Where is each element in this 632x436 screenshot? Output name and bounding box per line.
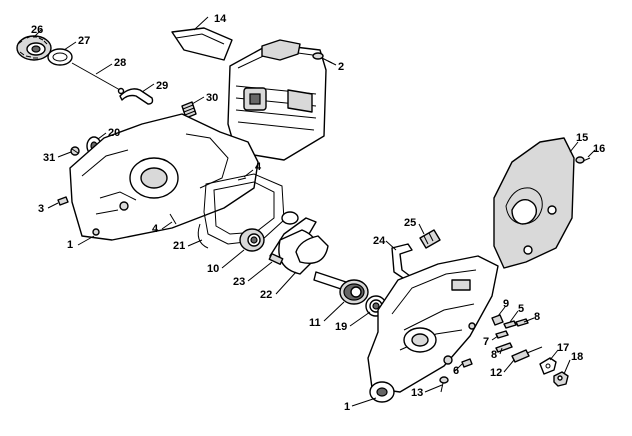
callout-14: 14 <box>214 13 227 25</box>
callout-2: 2 <box>338 61 344 73</box>
callout-23: 23 <box>233 276 245 288</box>
part-22-crankshaft <box>268 211 347 291</box>
callout-3: 3 <box>38 203 44 215</box>
part-8-pin-b <box>495 342 513 353</box>
callout-8-upper: 8 <box>534 311 540 323</box>
callout-28: 28 <box>114 57 126 69</box>
callout-1-left: 1 <box>67 239 73 251</box>
part-26-ring-nut <box>16 35 52 61</box>
callout-11: 11 <box>309 317 321 329</box>
part-27-washer <box>47 48 73 66</box>
callout-1-right: 1 <box>344 401 350 413</box>
callout-20: 20 <box>108 127 120 139</box>
part-11-bearing <box>339 279 369 305</box>
part-21-circlip <box>197 223 209 249</box>
part-4-pin-a <box>237 177 247 181</box>
callout-21: 21 <box>173 240 185 252</box>
part-30-spring <box>181 101 197 119</box>
callout-18: 18 <box>571 351 583 363</box>
part-3-screw <box>57 196 69 206</box>
callout-16: 16 <box>593 143 605 155</box>
callout-10: 10 <box>207 263 219 275</box>
callout-12: 12 <box>490 367 502 379</box>
part-13-screw <box>439 376 449 393</box>
callout-17: 17 <box>557 342 569 354</box>
callout-4-lower: 4 <box>152 223 159 235</box>
callout-31: 31 <box>43 152 55 164</box>
part-9-pin <box>491 314 504 326</box>
callout-27: 27 <box>78 35 90 47</box>
callout-9: 9 <box>503 298 509 310</box>
callout-26: 26 <box>31 24 43 36</box>
part-5-pin <box>503 320 517 329</box>
part-17-washer <box>539 357 557 375</box>
part-25-buffer <box>419 229 441 249</box>
part-16-screw <box>575 156 591 164</box>
part-6-screw <box>461 358 473 368</box>
callout-13: 13 <box>411 387 423 399</box>
crankcase-right <box>367 255 499 403</box>
callout-22: 22 <box>260 289 272 301</box>
part-12-stud <box>511 346 543 363</box>
leader-lines <box>33 16 596 407</box>
cylinder-block <box>227 39 327 161</box>
part-15-side-plate <box>493 137 575 269</box>
crankcase-left <box>69 113 259 241</box>
callout-labels: 26 27 28 29 14 2 30 20 31 3 1 4 4 21 10 … <box>31 13 605 413</box>
part-14-plate <box>171 27 233 61</box>
callout-30: 30 <box>206 92 218 104</box>
part-24-bracket <box>391 243 413 281</box>
part-28-rod <box>71 62 125 95</box>
part-10-bearing <box>239 228 265 252</box>
callout-15: 15 <box>576 132 588 144</box>
callout-19: 19 <box>335 321 347 333</box>
part-29-clip <box>119 88 154 105</box>
callout-4-upper: 4 <box>255 161 262 173</box>
callout-6: 6 <box>453 365 459 377</box>
callout-5: 5 <box>518 303 524 315</box>
callout-29: 29 <box>156 80 168 92</box>
callout-7: 7 <box>483 336 489 348</box>
callout-8-lower: 8 <box>491 349 497 361</box>
part-8-pin-a <box>515 318 529 327</box>
part-18-nut <box>553 371 569 387</box>
part-7-pin <box>495 330 509 339</box>
part-4-pin-b <box>169 213 177 225</box>
callout-25: 25 <box>404 217 416 229</box>
part-31-screw <box>70 146 80 156</box>
callout-24: 24 <box>373 235 386 247</box>
